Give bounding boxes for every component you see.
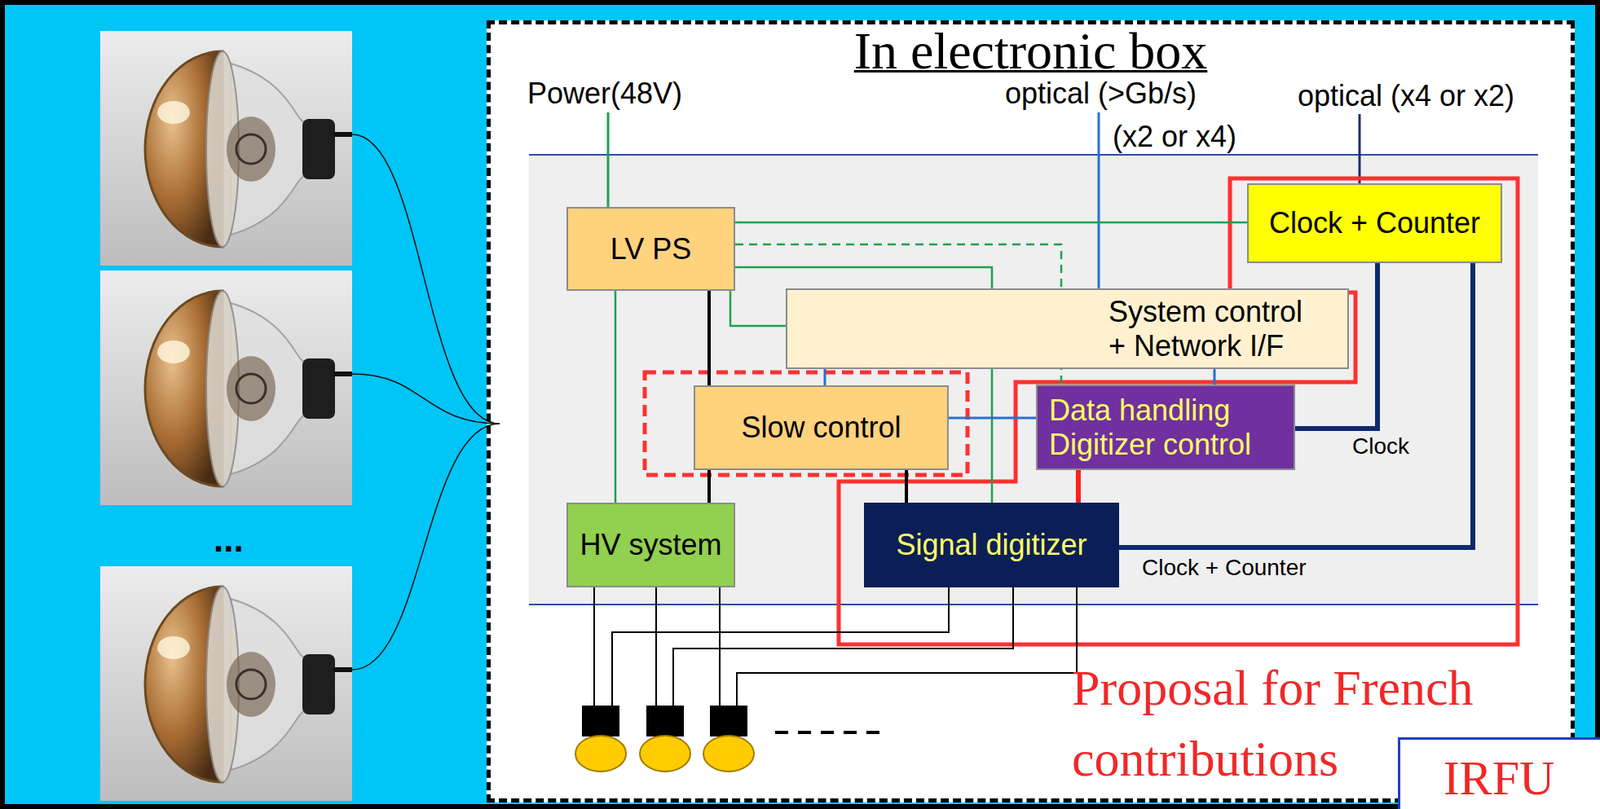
- box-label: System control + Network I/F: [1108, 295, 1317, 363]
- pmt-symbol: [639, 736, 691, 772]
- link-label: (x2 or x4): [1112, 122, 1237, 152]
- proposal-note: Proposal for French contributions: [1071, 652, 1529, 795]
- pmt-photo: [100, 566, 353, 802]
- power-wire: [607, 112, 610, 208]
- box-label: HV system: [579, 528, 722, 562]
- box-label: IRFU: [1443, 750, 1556, 807]
- connector-label: Clock + Counter: [1139, 556, 1310, 580]
- ellipsis: ...: [213, 521, 244, 558]
- connector: [1075, 470, 1081, 503]
- board-panel: [528, 154, 1539, 605]
- box-label: Clock + Counter: [1269, 206, 1481, 240]
- optical-fiber: [1097, 112, 1101, 289]
- power-label: Power(48V): [527, 79, 683, 109]
- pmt-symbol: [703, 736, 754, 772]
- box-label: Slow control: [740, 410, 901, 445]
- cable: [352, 134, 500, 424]
- continuation-dashes: [775, 731, 888, 735]
- pmt-symbol: [646, 705, 684, 737]
- digitizer-box: Signal digitizer: [863, 502, 1120, 588]
- slow-control-box: Slow control: [693, 385, 949, 471]
- system-control-box: System control + Network I/F: [785, 288, 1349, 370]
- connector: [730, 290, 786, 327]
- connector: [707, 470, 711, 503]
- link-label: optical (x4 or x2): [1297, 81, 1515, 111]
- connector: [948, 417, 1036, 420]
- hv-wire: [594, 587, 720, 706]
- box-label: Signal digitizer: [895, 528, 1087, 562]
- connector: [824, 369, 827, 386]
- box-label: LV PS: [610, 232, 692, 266]
- signal-wire: [612, 587, 1077, 706]
- cable: [352, 423, 500, 670]
- contribution-dashed-outline: [644, 372, 968, 476]
- hv-system-box: HV system: [566, 502, 736, 588]
- connector-label: Clock: [1349, 435, 1412, 459]
- data-handling-box: Data handling Digitizer control: [1035, 384, 1296, 471]
- connector: [614, 290, 618, 503]
- pmt-photo: [100, 270, 353, 506]
- pmt-photo: [100, 30, 353, 266]
- box-label: Data handling Digitizer control: [1049, 393, 1288, 462]
- pmt-symbol: [581, 705, 620, 737]
- pmt-symbol: [709, 705, 748, 737]
- connector: [1213, 369, 1217, 385]
- cable: [352, 374, 500, 424]
- connector: [904, 470, 908, 503]
- panel-edge: [528, 154, 1539, 156]
- connector: [707, 290, 711, 386]
- clock-box: Clock + Counter: [1247, 183, 1503, 264]
- box-ground: [486, 20, 1575, 803]
- institute-box: IRFU: [1397, 737, 1600, 809]
- optical-fiber: [1358, 114, 1362, 184]
- box-heading: In electronic box: [490, 23, 1571, 79]
- pmt-symbol: [575, 736, 626, 772]
- link-label: optical (>Gb/s): [1004, 79, 1197, 109]
- connector: [735, 221, 1248, 225]
- panel-edge: [528, 603, 1539, 606]
- power-supply-box: LV PS: [566, 207, 736, 291]
